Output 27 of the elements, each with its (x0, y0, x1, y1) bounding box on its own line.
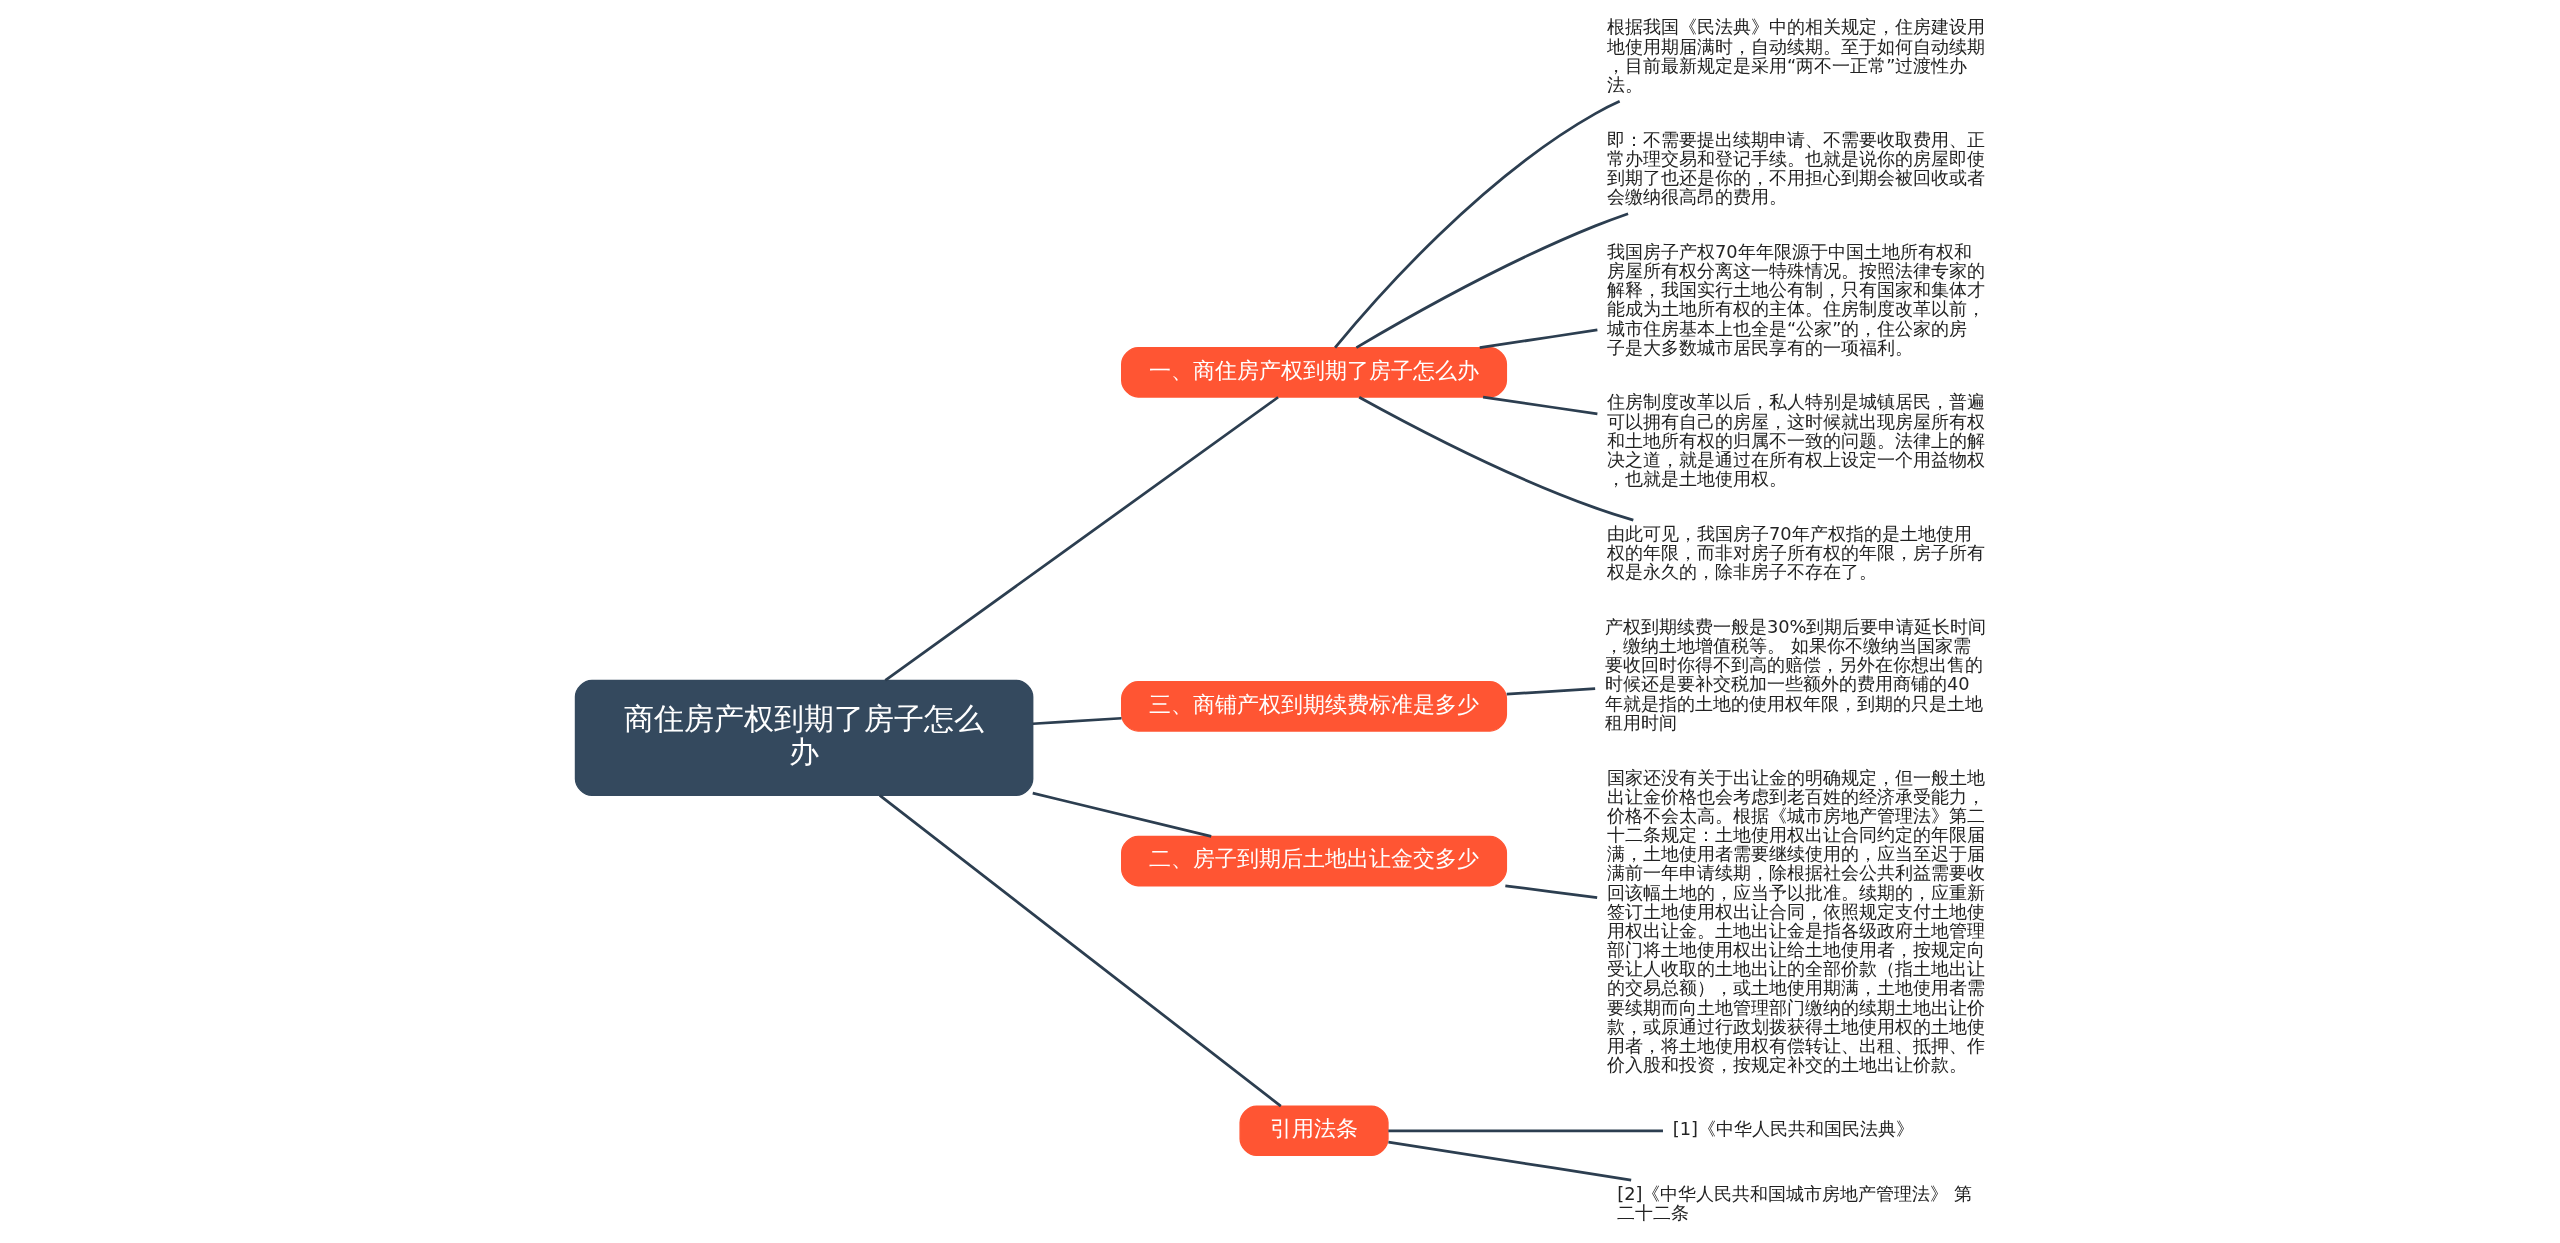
node-text: [1]《中华人民共和国民法典》 (1672, 1118, 1914, 1140)
node-text: 我国房子产权70年年限源于中国土地所有权和房屋所有权分离这一特殊情况。按照法律专家的解释，我国实行土地公有制，只有国家和集体才能成为土地所有权的主体。住房制度改革以前，城市住房基本上也全是“公家”的，住公家的房子是大多数城市居民享有的一项福利。 (1606, 240, 1985, 358)
connector (1032, 716, 1122, 726)
node-text: 根据我国《民法典》中的相关规定，住房建设用地使用期届满时，自动续期。至于如何自动续期，目前最新规定是采用“两不一正常”过渡性办法。 (1606, 16, 1985, 95)
connector (1333, 100, 1620, 349)
node-text: 产权到期续费一般是30%到期后要申请延长时间，缴纳土地增值税等。 如果你不缴纳当国家需要收回时你得不到高的赔偿，另外在你想出售的时候还是要补交税加一些额外的费用商铺的40年就是指的土地的使用权年限，到期的只是土地租用时间 (1604, 616, 1986, 733)
connector (1355, 212, 1629, 349)
node-text: 住房制度改革以后，私人特别是城镇居民，普遍可以拥有自己的房屋，这时候就出现房屋所有权和土地所有权的归属不一致的问题。法律上的解决之道，就是通过在所有权上设定一个用益物权，也就是土地使用权。 (1606, 391, 1985, 490)
node-text: [2]《中华人民共和国城市房地产管理法》 第二十二条 (1616, 1182, 1972, 1223)
connector (1479, 328, 1598, 349)
connector (878, 794, 1282, 1108)
connector (1504, 884, 1597, 900)
node-box: 引用法条 (1238, 1105, 1389, 1157)
node-text: 即：不需要提出续期申请、不需要收取费用、正常办理交易和登记手续。也就是说你的房屋即使到期了也还是你的，不用担心到期会被回收或者会缴纳很高昂的费用。 (1606, 128, 1985, 208)
connector (1358, 396, 1634, 522)
connector (1031, 791, 1212, 838)
connector (883, 396, 1279, 682)
node-box: 三、商铺产权到期续费标准是多少 (1120, 681, 1507, 732)
node-text: 由此可见，我国房子70年产权指的是土地使用权的年限，而非对房子所有权的年限，房子所有权是永久的，除非房子不存在了。 (1606, 522, 1985, 583)
connector (1506, 687, 1595, 696)
connector (1387, 1140, 1631, 1182)
connector (1387, 1129, 1663, 1133)
node-box: 商住房产权到期了房子怎么办 (574, 679, 1033, 797)
node-box: 二、房子到期后土地出让金交多少 (1120, 835, 1507, 887)
connector (1482, 395, 1598, 416)
node-box: 一、商住房产权到期了房子怎么办 (1120, 347, 1507, 398)
node-text: 国家还没有关于出让金的明确规定，但一般土地出让金价格也会考虑到老百姓的经济承受能力，价格不会太高。根据《城市房地产管理法》第二十二条规定：土地使用权出让合同约定的年限届满，土地使用者需要继续使用的，应当至迟于届满前一年申请续期，除根据社会公共利益需要收回该幅土地的，应当予以批准。续期的，应重新签订土地使用权出让合同，依照规定支付土地使用权出让金。土地出让金是指各级政府土地管理部门将土地使用权出让给土地使用者，按规定向受让人收取的土地出让的全部价款（指土地出让的交易总额），或土地使用期满，土地使用者需要续期而向土地管理部门缴纳的续期土地出让价款，或原通过行政划拨获得土地使用权的土地使用者，将土地使用权有偿转让、出租、抵押、作价入股和投资，按规定补交的土地出让价款。 (1606, 766, 1985, 1076)
